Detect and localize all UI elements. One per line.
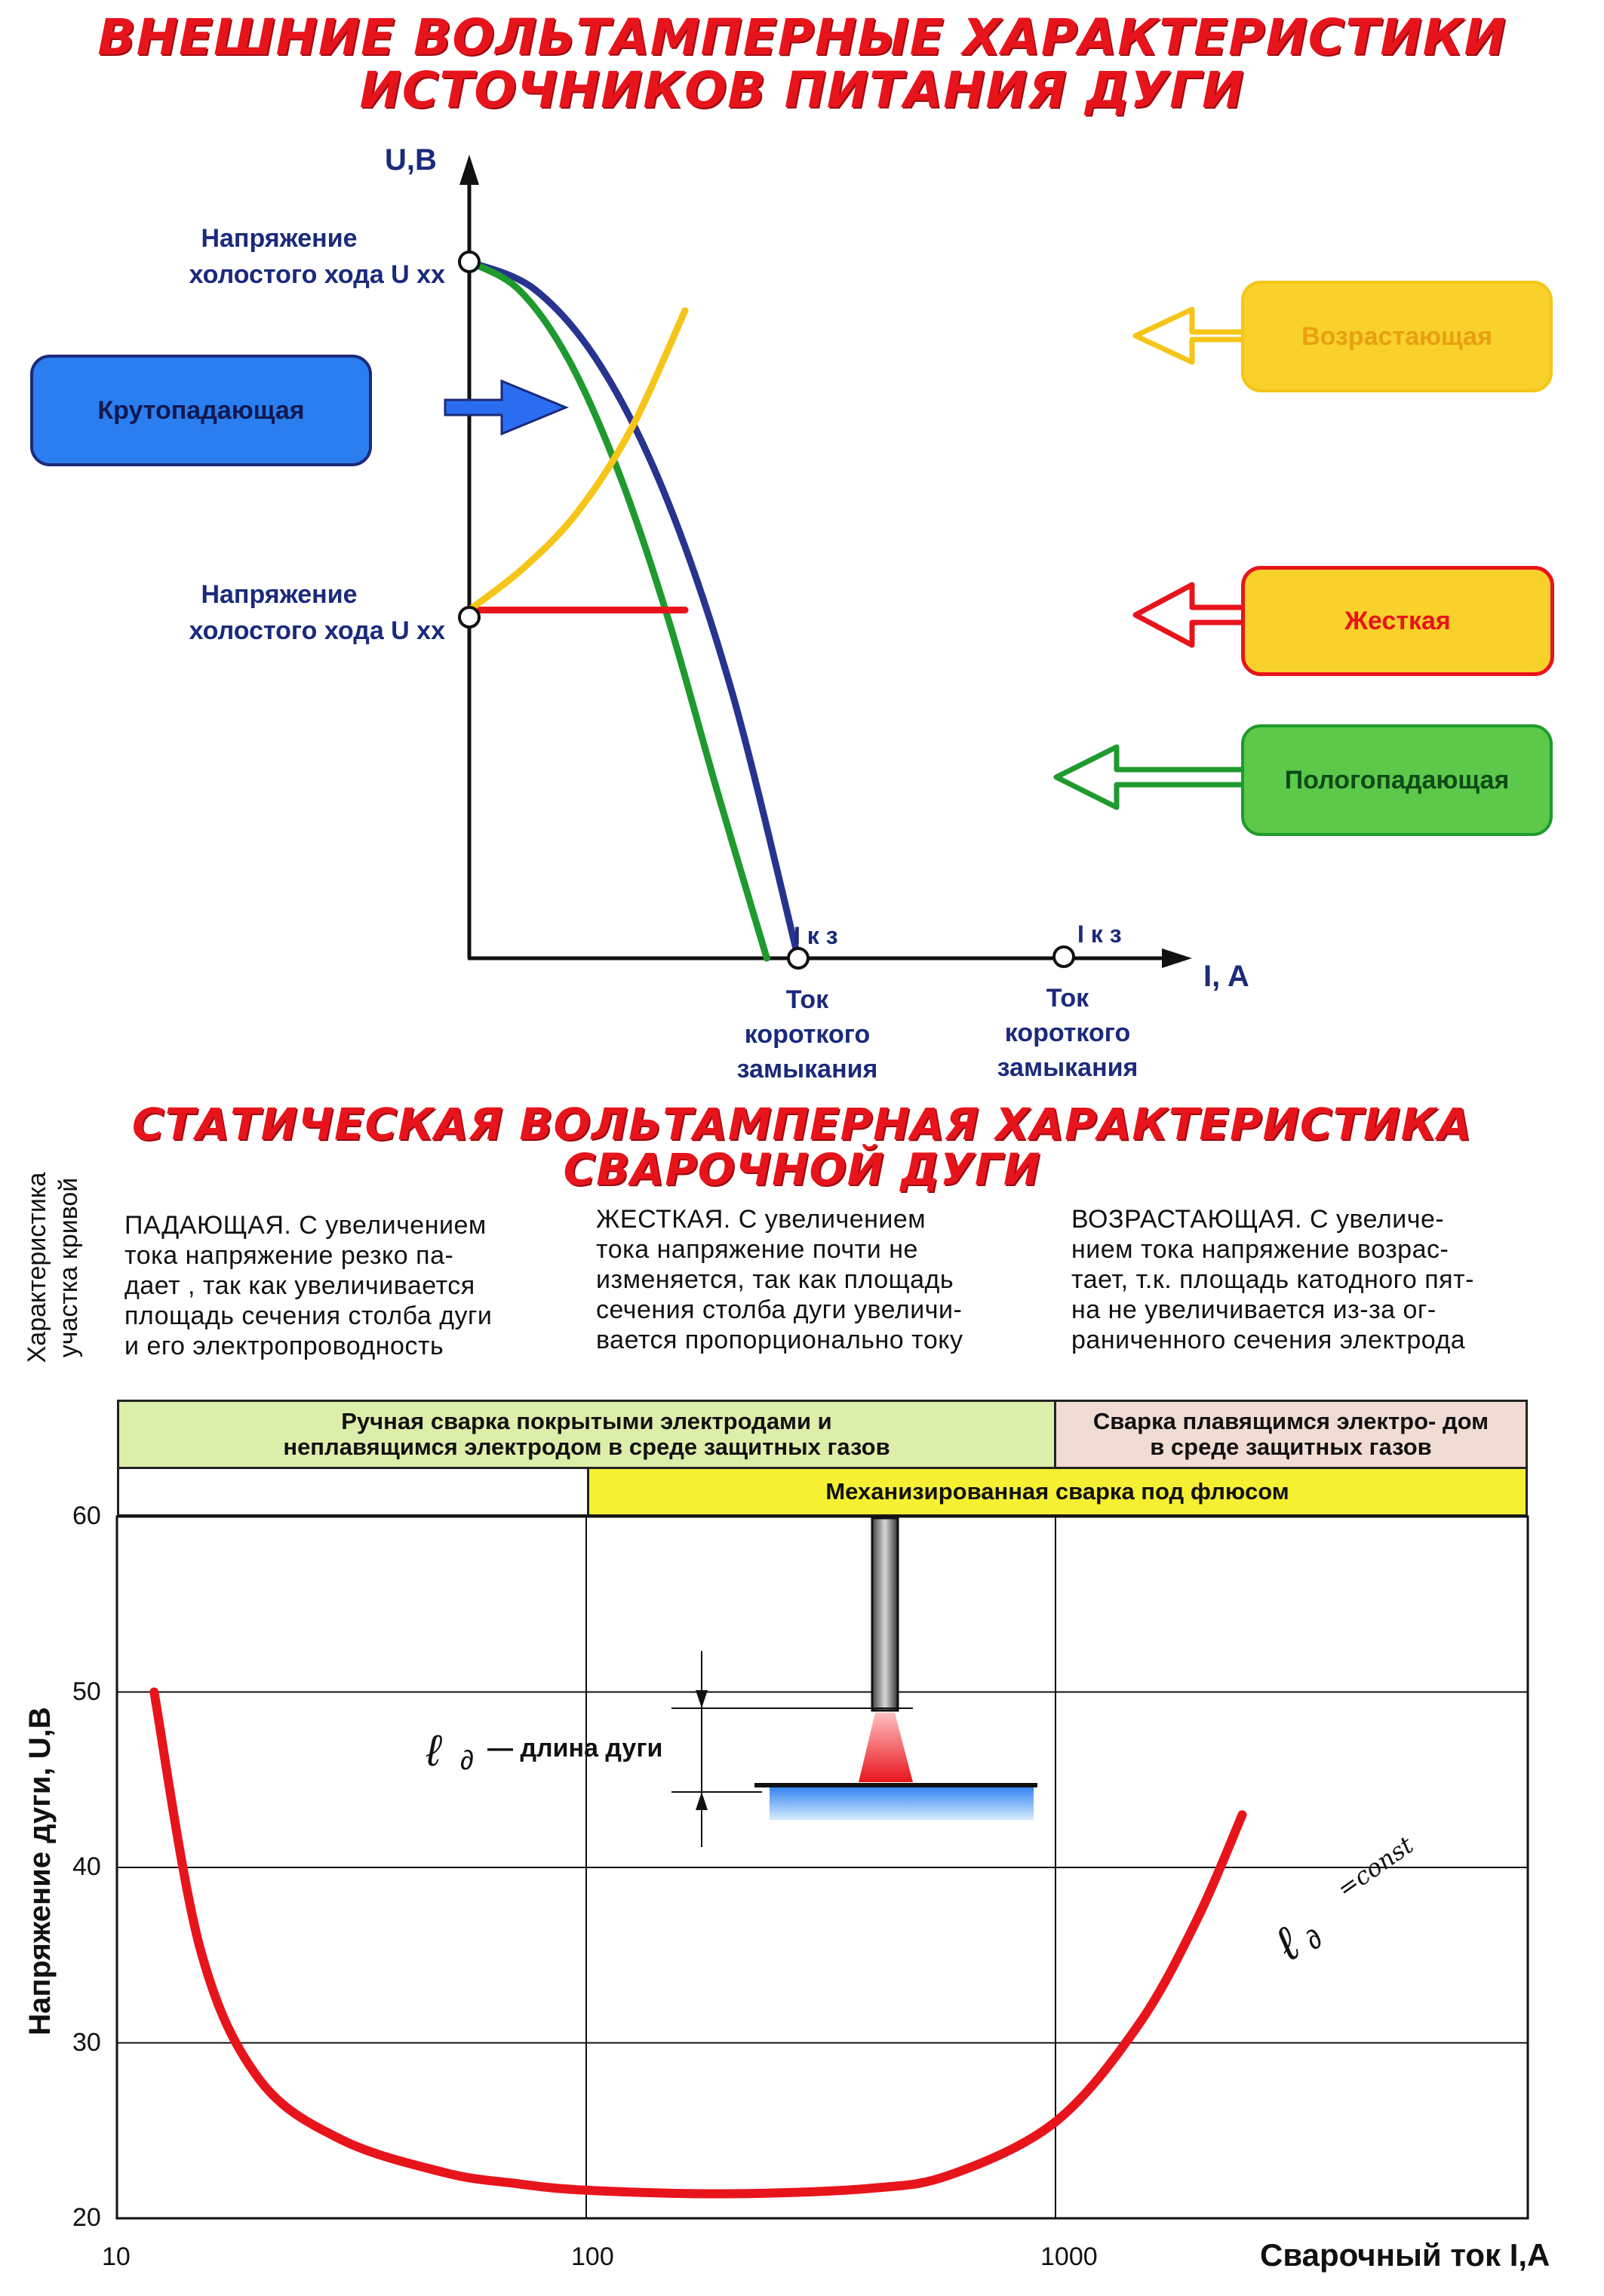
top-series-line-4	[466, 307, 689, 613]
short-circuit-steep-line3: замыкания	[736, 1055, 878, 1083]
arc-icon	[859, 1713, 913, 1782]
short-circuit-gentle-line1: Ток	[1046, 984, 1089, 1013]
top-x-axis-arrow	[1162, 948, 1192, 968]
arc-length-symbol: ℓ	[426, 1726, 442, 1775]
description-falling-line: дает , так как увеличивается	[124, 1271, 475, 1300]
bottom-title-line1: СТАТИЧЕСКАЯ ВОЛЬТАМПЕРНАЯ ХАРАКТЕРИСТИКА	[132, 1099, 1472, 1150]
short-circuit-steep-line2: короткого	[744, 1020, 871, 1049]
y-tick-label: 50	[72, 1677, 101, 1706]
rigid-arrow-icon	[1132, 582, 1245, 648]
x-tick-label: 1000	[1040, 2242, 1098, 2271]
top-title-line1: ВНЕШНИЕ ВОЛЬТАМПЕРНЫЕ ХАРАКТЕРИСТИКИ	[97, 8, 1507, 66]
short-circuit-label-steep: Ток короткого замыкания	[717, 982, 898, 1087]
ikz-label-gentle: I к з	[1077, 921, 1122, 948]
top-chart	[444, 155, 1245, 970]
band-consumable-welding-text: Сварка плавящимся электро- дом в среде з…	[1092, 1408, 1489, 1460]
y-tick-label: 60	[72, 1501, 101, 1530]
label-rigid: Жесткая	[1344, 606, 1451, 635]
const-symbol: ℓ	[1266, 1918, 1311, 1971]
label-steep: Крутопадающая	[97, 395, 305, 425]
top-y-axis-arrow	[459, 155, 479, 185]
description-falling-line: ПАДАЮЩАЯ. С увеличением	[124, 1211, 487, 1240]
short-circuit-gentle-line3: замыкания	[997, 1053, 1138, 1082]
x-tick-label: 10	[102, 2242, 131, 2271]
uxx-lower-label: Напряжение холостого хода U хх	[113, 576, 445, 649]
description-rising-line: раниченного сечения электрода	[1071, 1326, 1466, 1354]
uxx-lower-line2: холостого хода U хх	[189, 616, 445, 645]
steep-arrow-icon	[444, 379, 569, 436]
description-rising-line: тает, т.к. площадь катодного пят-	[1071, 1265, 1474, 1294]
short-circuit-label-gentle: Ток короткого замыкания	[977, 981, 1158, 1085]
description-falling: ПАДАЮЩАЯ. С увеличением тока напряжение …	[124, 1210, 577, 1361]
description-falling-line: площадь сечения столба дуги	[124, 1302, 493, 1330]
arc-characteristic-curve	[149, 1687, 1247, 2199]
label-rising: Возрастающая	[1301, 321, 1492, 351]
ikz-point-gentle	[1052, 945, 1075, 968]
short-circuit-gentle-line2: короткого	[1004, 1019, 1131, 1047]
uxx-lower-line1: Напряжение	[201, 580, 358, 609]
description-rigid-line: ЖЕСТКАЯ. С увеличением	[596, 1205, 926, 1234]
const-subscript: ∂	[1299, 1923, 1328, 1956]
label-box-steep: Крутопадающая	[30, 355, 372, 466]
arc-length-subscript: ∂	[460, 1744, 474, 1775]
dimension-arrow-up-icon	[696, 1792, 708, 1810]
label-box-rigid: Жесткая	[1241, 566, 1554, 676]
bottom-x-axis-label: Сварочный ток I,A	[1260, 2237, 1550, 2273]
description-rigid-line: сечения столба дуги увеличи-	[596, 1296, 963, 1324]
rising-arrow-icon	[1132, 306, 1245, 365]
top-y-axis-label: U,B	[385, 143, 437, 177]
bottom-plot-frame	[115, 1515, 1529, 2220]
description-rising-line: на не увеличивается из-за ог-	[1071, 1296, 1437, 1324]
description-falling-line: тока напряжение резко па-	[124, 1241, 454, 1270]
uxx-upper-label: Напряжение холостого хода U хх	[113, 220, 445, 293]
label-box-gentle: Пологопадающая	[1241, 724, 1553, 836]
y-tick-label: 20	[72, 2203, 101, 2232]
description-falling-line: и его электропроводность	[124, 1332, 444, 1360]
description-rigid: ЖЕСТКАЯ. С увеличением тока напряжение п…	[596, 1204, 1064, 1355]
uxx-upper-line2: холостого хода U хх	[189, 260, 445, 289]
description-rigid-line: вается пропорционально току	[596, 1326, 963, 1354]
y-tick-label: 30	[72, 2027, 101, 2057]
arc-illustration	[671, 1517, 1037, 1847]
short-circuit-steep-line1: Ток	[785, 985, 829, 1014]
top-series-line-2	[466, 258, 770, 962]
band-manual-welding-text: Ручная сварка покрытыми электродами и не…	[283, 1408, 890, 1460]
uxx-upper-point	[458, 251, 481, 273]
description-rigid-line: изменяется, так как площадь	[596, 1265, 954, 1294]
electrode-icon	[871, 1517, 899, 1712]
y-tick-label: 40	[72, 1852, 101, 1881]
uxx-upper-line1: Напряжение	[201, 224, 358, 253]
top-series-line-1	[466, 258, 802, 962]
top-x-axis-label: I, A	[1203, 960, 1249, 993]
description-rising-line: ВОЗРАСТАЮЩАЯ. С увеличе-	[1071, 1205, 1445, 1234]
description-rigid-line: тока напряжение почти не	[596, 1235, 918, 1264]
label-gentle: Пологопадающая	[1284, 765, 1510, 795]
bottom-y-axis-label: Напряжение дуги, U,B	[23, 1707, 57, 2036]
uxx-lower-point	[458, 606, 481, 629]
band-submerged-arc-text: Механизированная сварка под флюсом	[825, 1478, 1289, 1505]
description-rising-line: нием тока напряжение возрас-	[1071, 1235, 1449, 1264]
gentle-arrow-icon	[1053, 744, 1245, 810]
ikz-label-steep: I к з	[794, 922, 838, 949]
ikz-point-steep	[787, 947, 810, 970]
top-title-line2: ИСТОЧНИКОВ ПИТАНИЯ ДУГИ	[359, 61, 1245, 119]
x-tick-label: 100	[571, 2242, 614, 2271]
dimension-arrow-down-icon	[696, 1690, 708, 1708]
bottom-title-line2: СВАРОЧНОЙ ДУГИ	[563, 1144, 1041, 1195]
description-rising: ВОЗРАСТАЮЩАЯ. С увеличе- нием тока напря…	[1071, 1204, 1584, 1355]
arc-length-label: — длина дуги	[487, 1734, 663, 1763]
weld-pool-icon	[770, 1785, 1034, 1820]
label-box-rising: Возрастающая	[1241, 281, 1553, 392]
